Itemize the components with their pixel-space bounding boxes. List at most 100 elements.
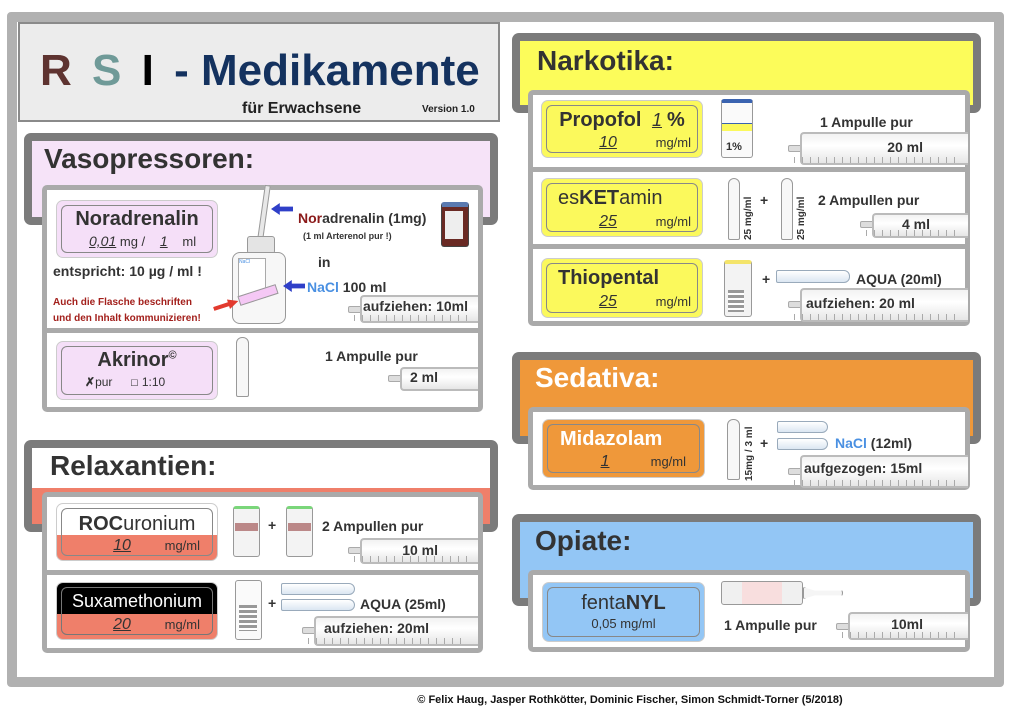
syringe-icon: 2 ml	[388, 367, 478, 391]
page-title: R S I - Medikamente	[40, 46, 480, 96]
syringe-icon: 4 ml	[860, 213, 968, 238]
subtitle: für Erwachsene	[242, 100, 362, 117]
drug-name: ROCuronium	[57, 513, 217, 536]
unit: mg/ml	[655, 135, 692, 150]
concentration: 20	[113, 616, 131, 633]
plus-sign: +	[760, 192, 769, 208]
unit: ml	[182, 234, 197, 249]
concentration: 0,05 mg/ml	[591, 616, 656, 631]
warning-text: Auch die Flasche beschriften	[53, 297, 192, 308]
amount-text: 1 Ampulle pur	[325, 348, 418, 364]
title-main: Medikamente	[200, 46, 480, 95]
aqua-tube-icon	[776, 270, 850, 283]
horizontal-ampoule-icon	[721, 581, 803, 605]
drug-name: Midazolam	[560, 428, 663, 450]
label-thiopental: Thiopental 25 mg/ml	[541, 258, 703, 318]
label-propofol: Propofol 1% 10 mg/ml	[541, 100, 703, 158]
section-heading: Vasopressoren:	[44, 143, 255, 174]
drug-rest: adrenalin (1mg)	[322, 210, 427, 226]
concentration: 1	[600, 453, 610, 470]
drug-name: fentaNYL	[543, 592, 704, 615]
copyright-footer: © Felix Haug, Jasper Rothkötter, Dominic…	[417, 694, 843, 706]
syringe-icon: 10 ml	[348, 538, 478, 564]
syringe-icon: aufziehen: 20 ml	[788, 288, 968, 322]
name-rest: uronium	[123, 513, 196, 535]
title-r: R	[40, 46, 72, 95]
nacl-volume: (12ml)	[866, 435, 913, 451]
unit: mg /	[119, 234, 146, 249]
aqua-tube-icon	[281, 583, 355, 595]
section-heading: Relaxantien:	[50, 450, 217, 481]
in-text: in	[318, 254, 331, 270]
ampoule-icon	[781, 178, 793, 240]
drug-prefix: Nor	[298, 210, 323, 226]
syringe-label: 10 ml	[402, 542, 438, 558]
warning-text: und den Inhalt kommunizieren!	[53, 313, 201, 324]
vial-icon	[286, 506, 313, 557]
section-heading: Sedativa:	[535, 362, 660, 393]
label-midazolam: Midazolam 1 mg/ml	[542, 419, 705, 478]
infusion-bottle-icon: NaCl	[232, 252, 286, 324]
name-bold: KET	[579, 187, 620, 209]
noradrenalin-drug-text: Noradrenalin (1mg)	[298, 210, 426, 226]
drug-name: Noradrenalin	[75, 208, 199, 230]
drug-note: (1 ml Arterenol pur !)	[303, 231, 392, 241]
unit: mg/ml	[650, 454, 687, 469]
percent-sign: %	[666, 109, 685, 131]
amount-text: 1 Ampulle pur	[724, 617, 817, 633]
drug-name: Suxamethonium	[71, 591, 203, 611]
version: Version 1.0	[422, 104, 475, 115]
drug-name: Akrinor©	[57, 349, 217, 372]
syringe-label: 20 ml	[887, 139, 923, 155]
concentration: 10	[113, 537, 131, 554]
concentration: 25	[599, 293, 617, 310]
syringe-label: aufgezogen: 15ml	[804, 460, 923, 476]
drug-name: Thiopental	[558, 267, 660, 289]
name-pre: es	[558, 187, 580, 209]
unit: mg/ml	[655, 214, 692, 229]
title-box: R S I - Medikamente für Erwachsene Versi…	[18, 22, 500, 122]
nacl: NaCl	[307, 279, 339, 295]
vial-icon	[233, 506, 260, 557]
nacl-text: NaCl 100 ml	[307, 279, 386, 295]
label-suxamethonium: Suxamethonium 20 mg/ml	[56, 582, 218, 640]
plus-sign: +	[760, 435, 769, 451]
ampoule-icon	[727, 419, 740, 480]
unit: mg/ml	[655, 294, 692, 309]
unit: mg/ml	[164, 617, 201, 632]
section-heading: Narkotika:	[537, 45, 674, 76]
ampoule-icon	[728, 178, 740, 240]
drug-name: esKETamin	[558, 187, 702, 210]
amount-text: 2 Ampullen pur	[818, 192, 920, 208]
equivalence-text: entspricht: 10 µg / ml !	[53, 263, 202, 279]
title-i: I	[141, 46, 154, 95]
label-esketamin: esKETamin 25 mg/ml	[541, 178, 703, 237]
title-s: S	[92, 46, 122, 95]
percent: 1	[651, 110, 662, 130]
ampoule-icon	[236, 337, 249, 397]
volume: 1	[159, 233, 168, 249]
syringe-icon: aufgezogen: 15ml	[788, 455, 968, 488]
name-bold: NYL	[625, 592, 666, 614]
plus-sign: +	[268, 517, 277, 533]
syringe-icon: aufziehen: 10ml	[348, 295, 478, 323]
option-pur: pur	[95, 375, 113, 389]
label-rocuronium: ROCuronium 10 mg/ml	[56, 503, 218, 561]
nacl-tube-icon	[777, 421, 828, 433]
checked-box-icon: ✗	[85, 375, 96, 389]
option-dilution: 1:10	[141, 375, 166, 389]
unit: mg/ml	[164, 538, 201, 553]
title-dash: -	[174, 46, 189, 95]
name: Propofol	[559, 109, 642, 131]
vial-icon	[724, 260, 752, 317]
aqua-tube-icon	[281, 599, 355, 611]
registered-mark: ©	[168, 349, 177, 362]
drug-name: Propofol 1%	[542, 109, 702, 132]
amount-text: 1 Ampulle pur	[820, 114, 913, 130]
label-noradrenalin: Noradrenalin 0,01 mg / 1 ml	[56, 200, 218, 258]
syringe-label: aufziehen: 10ml	[362, 298, 468, 314]
syringe-label: 10ml	[891, 616, 923, 632]
syringe-label: aufziehen: 20ml	[324, 620, 430, 636]
label-fentanyl: fentaNYL 0,05 mg/ml	[542, 582, 705, 642]
empty-box-icon: ☐	[130, 378, 139, 388]
